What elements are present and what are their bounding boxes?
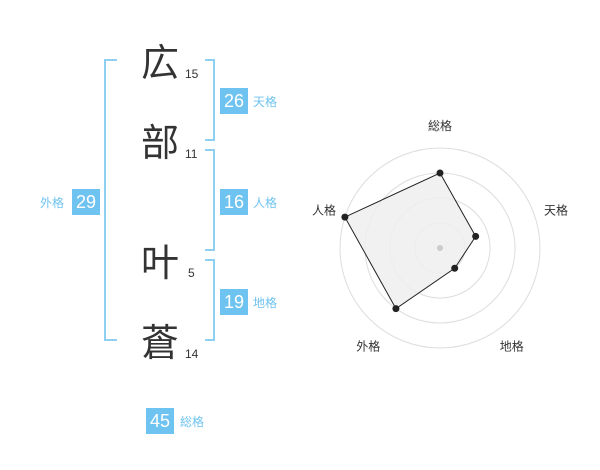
gaikaku-value: 29 [72, 189, 100, 215]
radar-point-3 [392, 305, 400, 313]
radar-point-4 [341, 213, 349, 221]
radar-axis-label-0: 総格 [428, 118, 452, 133]
gaikaku-label: 外格 [40, 196, 65, 210]
tenkaku-label: 天格 [253, 95, 278, 109]
stroke-count-2: 11 [185, 147, 198, 161]
radar-grid-ring [339, 147, 541, 349]
name-char-2: 部 [141, 121, 180, 165]
radar-axis-label-4: 人格 [312, 202, 336, 217]
chikaku-label: 地格 [253, 296, 278, 310]
radar-point-0 [436, 169, 444, 177]
name-char-4: 蒼 [141, 321, 180, 365]
radar-axis-label-2: 地格 [500, 339, 524, 354]
radar-polygon [344, 172, 477, 310]
radar-point-1 [472, 232, 480, 240]
stroke-count-4: 14 [185, 347, 199, 361]
soukaku-label: 総格 [180, 415, 205, 429]
radar-axis-label-3: 外格 [356, 339, 380, 354]
radar-axis-label-1: 天格 [544, 202, 568, 217]
name-char-1: 広 [141, 41, 180, 85]
radar-center-dot [437, 245, 443, 251]
jinkaku-value: 16 [220, 189, 248, 215]
radar-point-2 [451, 264, 459, 272]
tenkaku-value: 26 [220, 88, 248, 114]
soukaku-value: 45 [146, 408, 174, 434]
name-char-3: 叶 [141, 241, 180, 285]
stroke-count-3: 5 [188, 266, 195, 280]
chikaku-value: 19 [220, 289, 248, 315]
jinkaku-label: 人格 [253, 196, 278, 210]
stroke-count-1: 15 [185, 67, 199, 81]
